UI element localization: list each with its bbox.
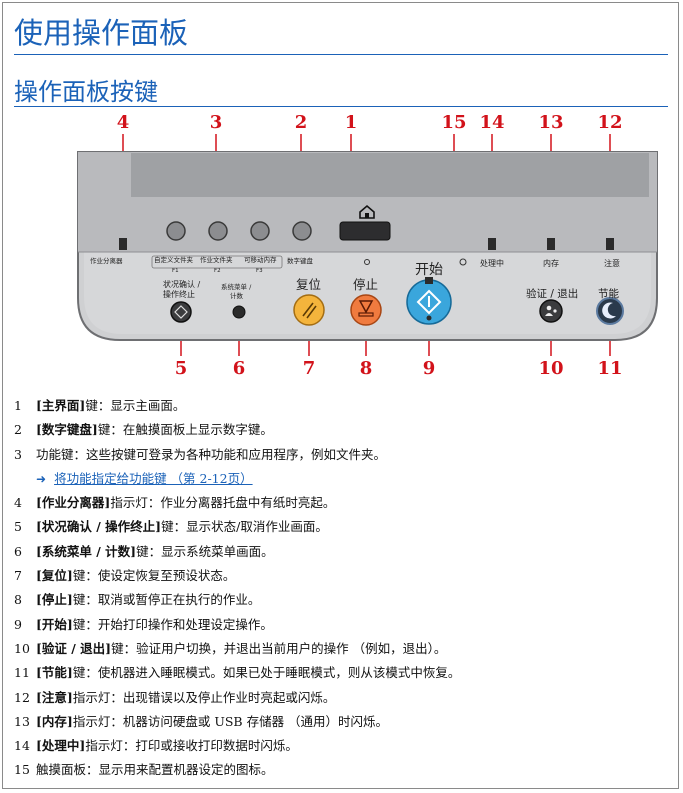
reset-icon: [302, 302, 314, 317]
callout-12: 12: [597, 112, 623, 133]
job-separator-label: 作业分离器: [90, 256, 123, 265]
callout-9: 9: [422, 358, 436, 379]
desc-row-14: 14[处理中] 指示灯：打印或接收打印数据时闪烁。: [14, 738, 298, 754]
system-menu-label-2: 计数: [230, 291, 244, 300]
status-icon: [174, 305, 188, 319]
function-key-2[interactable]: [208, 221, 228, 241]
attention-lamp: [606, 238, 614, 250]
desc-row-11: 11[节能] 键：使机器进入睡眠模式。如果已处于睡眠模式，则从该模式中恢复。: [14, 665, 461, 681]
desc-row-12: 12[注意] 指示灯：出现错误以及停止作业时亮起或闪烁。: [14, 689, 336, 705]
callout-11: 11: [597, 358, 623, 379]
user-icon: [546, 305, 552, 311]
section-title: 操作面板按键: [14, 78, 158, 106]
stop-key[interactable]: [350, 294, 382, 326]
arrow-right-icon: ➜: [36, 471, 47, 486]
job-separator-lamp: [119, 238, 127, 250]
home-key[interactable]: [339, 221, 391, 241]
removable-memory-label: 可移动内存: [244, 255, 277, 264]
custom-box-label: 自定义文件夹: [154, 255, 194, 264]
moon-icon: [602, 302, 616, 319]
page-title: 使用操作面板: [14, 16, 189, 50]
callout-5: 5: [174, 358, 188, 379]
callout-7: 7: [302, 358, 316, 379]
desc-row-10: 10[验证 / 退出] 键：验证用户切换，并退出当前用户的操作 （例如，退出）。: [14, 640, 447, 656]
reset-label: 复位: [296, 277, 321, 292]
callout-13: 13: [538, 112, 564, 133]
desc-row-9: 9[开始] 键：开始打印操作和处理设定操作。: [14, 616, 273, 632]
memory-label: 内存: [543, 258, 559, 268]
reference-link-row: ➜ 将功能指定给功能键 （第 2-12页）: [14, 467, 674, 491]
title-rule: [14, 54, 668, 55]
status-label-1: 状况确认 /: [163, 279, 201, 289]
processing-label: 处理中: [480, 258, 504, 268]
status-job-cancel-key[interactable]: [170, 301, 192, 323]
callout-8: 8: [359, 358, 373, 379]
memory-lamp: [547, 238, 555, 250]
fn1-label: F1: [172, 268, 179, 274]
function-key-3[interactable]: [250, 221, 270, 241]
key-descriptions: 1[主界面] 键：显示主画面。 2[数字键盘] 键：在触摸面板上显示数字键。 3…: [14, 394, 674, 783]
stop-label: 停止: [353, 277, 378, 292]
callout-6: 6: [232, 358, 246, 379]
callout-4: 4: [116, 112, 130, 133]
numeric-keypad-key[interactable]: [292, 221, 312, 241]
status-label-2: 操作终止: [163, 289, 195, 299]
callout-1: 1: [344, 112, 358, 133]
callout-10: 10: [538, 358, 564, 379]
desc-row-7: 7[复位] 键：使设定恢复至预设状态。: [14, 568, 236, 584]
callout-3: 3: [209, 112, 223, 133]
auth-logout-key[interactable]: [539, 299, 563, 323]
auth-logout-label: 验证 / 退出: [526, 287, 578, 300]
callout-2: 2: [294, 112, 308, 133]
stop-icon: [358, 300, 374, 314]
system-menu-counter-key[interactable]: [232, 305, 246, 319]
energy-saver-key[interactable]: [596, 297, 624, 325]
desc-row-13: 13[内存] 指示灯：机器访问硬盘或 USB 存储器 （通用）时闪烁。: [14, 713, 389, 729]
home-icon: [359, 204, 375, 219]
desc-row-1: 1[主界面] 键：显示主画面。: [14, 398, 186, 413]
energy-saver-label: 节能: [598, 287, 619, 300]
touch-panel[interactable]: [131, 153, 649, 197]
section-rule: [14, 106, 668, 107]
system-menu-label-1: 系统菜单 /: [221, 282, 252, 291]
reset-key[interactable]: [293, 294, 325, 326]
fn2-label: F2: [214, 268, 221, 274]
desc-row-8: 8[停止] 键：取消或暂停正在执行的作业。: [14, 592, 261, 608]
processing-lamp: [488, 238, 496, 250]
control-panel-illustration: 作业分离器 自定义文件夹 作业文件夹 可移动内存 F1 F2 F3 数字键盘 处…: [77, 134, 658, 356]
fn3-label: F3: [256, 268, 263, 274]
function-key-1[interactable]: [166, 221, 186, 241]
assign-function-keys-link[interactable]: 将功能指定给功能键 （第 2-12页）: [54, 470, 253, 486]
start-label: 开始: [415, 262, 443, 278]
callout-15: 15: [441, 112, 467, 133]
desc-row-2: 2[数字键盘] 键：在触摸面板上显示数字键。: [14, 422, 273, 438]
job-box-label: 作业文件夹: [200, 255, 233, 264]
desc-row-5: 5[状况确认 / 操作终止] 键：显示状态/取消作业画面。: [14, 519, 328, 535]
desc-row-4: 4[作业分离器] 指示灯：作业分离器托盘中有纸时亮起。: [14, 495, 336, 511]
start-icon: [416, 289, 442, 315]
callout-14: 14: [479, 112, 505, 133]
numeric-keypad-label: 数字键盘: [287, 256, 314, 265]
attention-label: 注意: [604, 258, 620, 268]
desc-row-6: 6[系统菜单 / 计数] 键：显示系统菜单画面。: [14, 543, 274, 559]
